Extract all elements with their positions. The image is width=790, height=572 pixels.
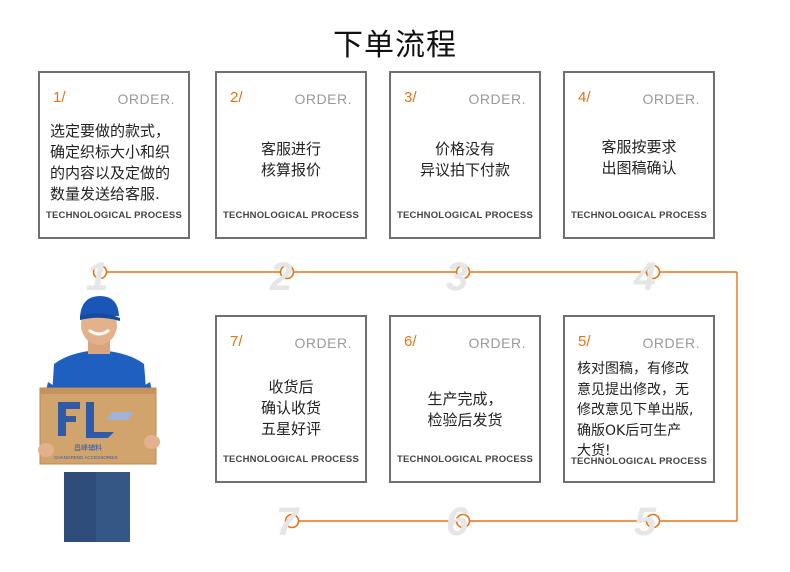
blue-cap: [80, 296, 119, 316]
step-card-5: 5/ ORDER. 核对图稿，有修改 意见提出修改，无 修改意见下单出版, 确版…: [563, 315, 715, 483]
step-number-1: 1: [86, 255, 109, 299]
step-description: 选定要做的款式， 确定织标大小和织 的内容以及定做的 数量发送给客服.: [50, 122, 171, 203]
step-footer: TECHNOLOGICAL PROCESS: [223, 210, 359, 221]
step-label: 3/: [404, 89, 417, 106]
cardboard-box: [39, 387, 157, 465]
jeans-right: [96, 472, 130, 542]
step-number-7: 7: [276, 500, 299, 544]
step-description: 客服按要求 出图稿确认: [601, 138, 677, 177]
step-card-3: 3/ ORDER. 价格没有 异议拍下付款 TECHNOLOGICAL PROC…: [389, 71, 541, 239]
step-dot-6: [455, 513, 471, 529]
step-footer: TECHNOLOGICAL PROCESS: [397, 454, 533, 465]
step-dot-1: [92, 264, 108, 280]
step-description: 核对图稿，有修改 意见提出修改，无 修改意见下单出版, 确版OK后可生产 大货!: [577, 361, 694, 459]
order-label: ORDER.: [468, 91, 526, 107]
step-label: 5/: [578, 333, 591, 350]
step-label: 1/: [53, 89, 66, 106]
step-label: 2/: [230, 89, 243, 106]
box-logo-text: 昌峰辅料: [74, 443, 102, 452]
step-dot-5: [645, 513, 661, 529]
step-dot-7: [284, 513, 300, 529]
step-dot-4: [645, 264, 661, 280]
step-card-4: 4/ ORDER. 客服按要求 出图稿确认 TECHNOLOGICAL PROC…: [563, 71, 715, 239]
step-dot-2: [279, 264, 295, 280]
step-footer: TECHNOLOGICAL PROCESS: [223, 454, 359, 465]
step-description: 客服进行 核算报价: [260, 140, 321, 179]
step-label: 4/: [578, 89, 591, 106]
order-label: ORDER.: [642, 91, 700, 107]
box-logo-subtext: CHANGFENG ACCESSORIES: [54, 455, 118, 460]
step-description: 收货后 确认收货 五星好评: [260, 378, 321, 438]
order-label: ORDER.: [294, 335, 352, 351]
step-footer: TECHNOLOGICAL PROCESS: [571, 210, 707, 221]
step-number-5: 5: [634, 500, 657, 544]
step-footer: TECHNOLOGICAL PROCESS: [46, 210, 182, 221]
step-card-2: 2/ ORDER. 客服进行 核算报价 TECHNOLOGICAL PROCES…: [215, 71, 367, 239]
step-card-7: 7/ ORDER. 收货后 确认收货 五星好评 TECHNOLOGICAL PR…: [215, 315, 367, 483]
step-label: 7/: [230, 333, 243, 350]
order-label: ORDER.: [642, 335, 700, 351]
step-footer: TECHNOLOGICAL PROCESS: [397, 210, 533, 221]
step-card-1: 1/ ORDER. 选定要做的款式， 确定织标大小和织 的内容以及定做的 数量发…: [38, 71, 190, 239]
order-label: ORDER.: [468, 335, 526, 351]
order-label: ORDER.: [294, 91, 352, 107]
step-description: 生产完成， 检验后发货: [427, 390, 503, 429]
step-number-2: 2: [270, 255, 293, 299]
step-dot-3: [455, 264, 471, 280]
jeans-left: [64, 472, 96, 542]
box-logo-icon: [58, 402, 134, 438]
step-number-6: 6: [446, 500, 469, 544]
step-card-6: 6/ ORDER. 生产完成， 检验后发货 TECHNOLOGICAL PROC…: [389, 315, 541, 483]
step-number-4: 4: [634, 255, 657, 299]
page-title: 下单流程: [333, 28, 457, 63]
order-label: ORDER.: [117, 91, 175, 107]
step-description: 价格没有 异议拍下付款: [419, 140, 510, 179]
step-label: 6/: [404, 333, 417, 350]
step-footer: TECHNOLOGICAL PROCESS: [571, 456, 707, 467]
delivery-person-illustration: 昌峰辅料 CHANGFENG ACCESSORIES: [38, 296, 160, 542]
step-number-3: 3: [446, 255, 469, 299]
